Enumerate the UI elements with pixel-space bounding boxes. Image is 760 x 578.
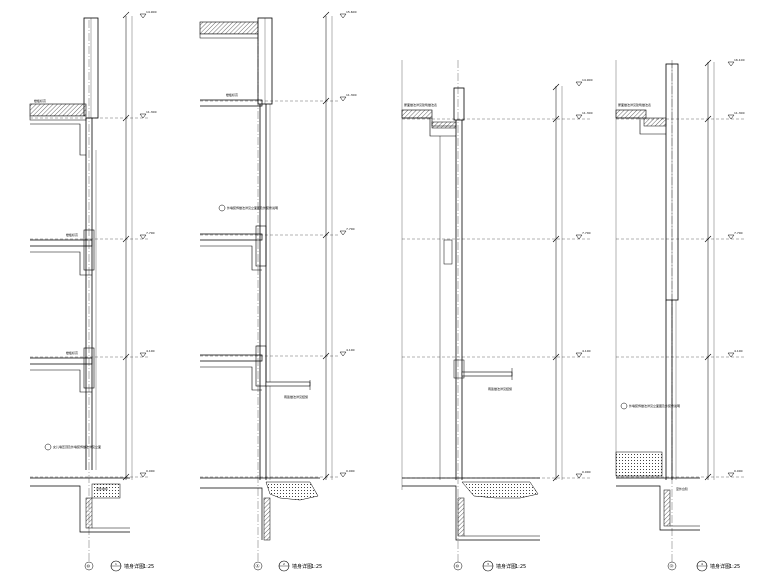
wall-opening <box>443 239 453 265</box>
roof-slab <box>615 109 647 119</box>
note: 屋面做法详见建筑做法表 <box>404 102 437 107</box>
section-number: 1 <box>115 562 117 566</box>
axis-bubble <box>253 561 263 571</box>
level-label: 14.900 <box>146 10 157 14</box>
note-marker <box>218 204 226 212</box>
wall-section-4: 16.100 11.300 7.700 4.100 0.000 屋面做法详见建筑… <box>615 58 745 572</box>
note: 外墙装饰做法详见立面图及外装修说明 <box>629 403 680 408</box>
note: 雨篷做法详见结施 <box>488 386 512 391</box>
axis-label: Ⓐ <box>256 563 260 569</box>
note: 楼板标高 <box>66 232 78 237</box>
wall-section-3: 14.900 11.300 7.700 4.100 0.000 屋面做法详见建筑… <box>401 60 593 572</box>
level-label: 15.600 <box>346 10 357 14</box>
ground-fill <box>91 483 121 499</box>
section-number: 2 <box>283 562 285 566</box>
section-title: 墙身详图 <box>124 563 144 570</box>
step-fill <box>265 481 319 501</box>
step-fill <box>461 481 539 499</box>
section-scale: 1:25 <box>729 564 740 570</box>
note: 雨篷做法详见结施 <box>284 394 308 399</box>
section-title: 墙身详图 <box>710 563 730 570</box>
section-number: 3 <box>487 562 489 566</box>
note: 室外台阶 <box>676 486 688 491</box>
section-number: 4 <box>701 562 703 566</box>
section-scale: 1:25 <box>311 564 322 570</box>
roof-slab <box>29 103 87 117</box>
level-label: 7.700 <box>582 231 591 235</box>
level-label: 16.100 <box>734 58 745 62</box>
level-label: 0.000 <box>734 469 743 473</box>
axis-bubble <box>84 561 94 571</box>
section-title: 墙身详图 <box>292 563 312 570</box>
level-label: 14.900 <box>582 78 593 82</box>
note: 楼板标高 <box>226 92 238 97</box>
note: 楼板标高 <box>34 98 46 103</box>
wall-section-2: 15.600 11.300 7.700 4.100 0.000 楼板标高 外墙装… <box>199 10 357 572</box>
level-label: 0.000 <box>346 469 355 473</box>
axis-label: Ⓓ <box>670 563 674 569</box>
level-label: 0.000 <box>582 470 591 474</box>
level-label: 4.100 <box>582 349 591 353</box>
axis-bubble <box>453 561 463 571</box>
roof-slab <box>401 109 433 119</box>
note: 室外地坪 <box>96 486 108 491</box>
note: 楼板标高 <box>66 350 78 355</box>
wall-section-1: 14.900 11.300 7.700 4.100 0.000 楼板标高 楼板标… <box>29 10 157 572</box>
level-label: 4.100 <box>346 348 355 352</box>
note-marker <box>44 443 52 451</box>
level-label: 4.100 <box>734 349 743 353</box>
note: 女儿墙压顶及外墙装饰做法详见立面 <box>53 444 101 449</box>
level-label: 11.300 <box>582 111 593 115</box>
canopy <box>265 381 311 387</box>
canopy <box>461 371 513 377</box>
axis-bubble <box>667 561 677 571</box>
level-label: 11.300 <box>734 111 745 115</box>
note: 屋面做法详见建筑做法表 <box>618 102 651 107</box>
axis-label: ⑩ <box>87 564 91 569</box>
level-label: 11.300 <box>346 93 357 97</box>
section-scale: 1:25 <box>515 564 526 570</box>
section-title: 墙身详图 <box>496 563 516 570</box>
level-label: 7.700 <box>346 227 355 231</box>
level-label: 4.100 <box>146 349 155 353</box>
level-label: 7.700 <box>146 231 155 235</box>
parapet-wall <box>453 87 465 121</box>
note-marker <box>620 402 628 410</box>
note: 外墙装饰做法详见立面图及外装修说明 <box>227 205 278 210</box>
dim-ticks <box>122 11 130 481</box>
roof-slab <box>199 21 261 35</box>
level-label: 0.000 <box>146 469 155 473</box>
axis-label: ⑩ <box>456 564 460 569</box>
step-fill <box>615 451 663 477</box>
level-label: 11.300 <box>146 110 157 114</box>
level-label: 7.700 <box>734 231 743 235</box>
section-scale: 1:25 <box>143 564 154 570</box>
